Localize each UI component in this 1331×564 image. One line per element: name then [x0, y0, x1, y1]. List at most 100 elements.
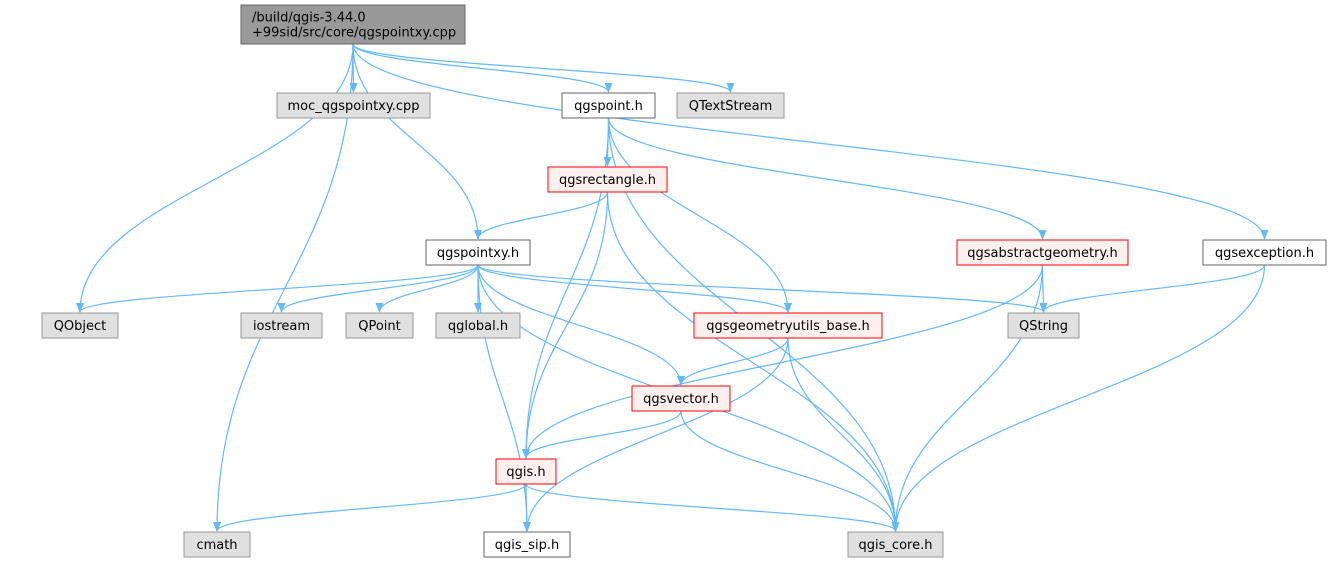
- node-root[interactable]: /build/qgis-3.44.0+99sid/src/core/qgspoi…: [240, 4, 466, 45]
- node-box: [483, 531, 571, 558]
- node-label: qgis_core.h: [859, 538, 933, 553]
- node-qglobal[interactable]: qglobal.h: [435, 312, 521, 339]
- edge-arrow: [522, 191, 609, 459]
- edge-arrow: [522, 483, 531, 532]
- edge-qgsabstractgeometry-to-qgis: [522, 264, 1044, 459]
- node-cmath[interactable]: cmath: [183, 531, 251, 558]
- edge-arrow: [349, 43, 358, 93]
- edge-root-to-qobject: [76, 43, 354, 313]
- edge-arrow: [522, 410, 682, 459]
- node-iostream[interactable]: iostream: [240, 312, 323, 339]
- node-qgspointxy[interactable]: qgspointxy.h: [425, 239, 531, 266]
- node-qgspoint[interactable]: qgspoint.h: [561, 92, 656, 119]
- node-box: [1007, 312, 1080, 339]
- node-box: [847, 531, 944, 558]
- node-label: QObject: [54, 319, 107, 334]
- node-qgis_sip[interactable]: qgis_sip.h: [483, 531, 571, 558]
- node-qtextstream[interactable]: QTextStream: [676, 92, 785, 119]
- edge-root-to-qgspoint: [352, 43, 613, 93]
- edge-arrow: [352, 43, 482, 240]
- edge-qgis-to-qgis_core: [525, 483, 900, 532]
- edge-arrow: [891, 264, 1266, 532]
- edge-qgis-to-qgis_sip: [522, 483, 531, 532]
- edge-root-to-qgspointxy: [352, 43, 482, 240]
- node-label: QString: [1019, 319, 1068, 334]
- edge-arrow: [607, 117, 792, 313]
- edge-arrow: [474, 191, 609, 240]
- node-qpoint[interactable]: QPoint: [345, 312, 414, 339]
- node-box: [276, 92, 431, 119]
- edge-root-to-qgsexception: [352, 43, 1269, 240]
- edge-arrow: [352, 43, 735, 93]
- edge-root-to-cmath: [213, 43, 354, 532]
- edge-qgspoint-to-qgsgeometryutils: [607, 117, 792, 313]
- edge-arrow: [477, 264, 792, 313]
- node-box: [631, 385, 731, 412]
- node-qgsgeometryutils[interactable]: qgsgeometryutils_base.h: [693, 312, 883, 339]
- node-box: [547, 166, 668, 193]
- edge-qgspointxy-to-qstring: [477, 264, 1048, 313]
- node-qstring[interactable]: QString: [1007, 312, 1080, 339]
- node-label: qgspointxy.h: [437, 246, 519, 261]
- node-label: qgsexception.h: [1215, 246, 1314, 261]
- node-label: cmath: [196, 538, 237, 553]
- edge-arrow: [76, 264, 479, 313]
- edge-arrow: [213, 43, 354, 532]
- edge-arrow: [607, 117, 1047, 240]
- node-label: qgis_sip.h: [495, 538, 559, 553]
- edge-arrow: [677, 337, 789, 386]
- edge-qgspoint-to-qgsabstractgeometry: [607, 117, 1047, 240]
- edge-qgsrectangle-to-qgis_core: [606, 191, 900, 532]
- node-label: qgis.h: [506, 465, 545, 480]
- node-box: [693, 312, 883, 339]
- node-label: moc_qgspointxy.cpp: [287, 99, 419, 114]
- node-qgsrectangle[interactable]: qgsrectangle.h: [547, 166, 668, 193]
- node-label: QPoint: [358, 319, 401, 334]
- node-qgsvector[interactable]: qgsvector.h: [631, 385, 731, 412]
- node-box: [240, 312, 323, 339]
- node-box: [41, 312, 119, 339]
- edge-arrow: [891, 264, 1044, 532]
- edge-arrow: [277, 264, 479, 313]
- node-box: [561, 92, 656, 119]
- node-qgis[interactable]: qgis.h: [495, 458, 557, 485]
- edge-qgis-to-cmath: [213, 483, 527, 532]
- node-box: [1202, 239, 1327, 266]
- edge-qgsvector-to-qgis_core: [680, 410, 900, 532]
- edge-arrow: [787, 337, 900, 532]
- node-qobject[interactable]: QObject: [41, 312, 119, 339]
- node-label: qgsabstractgeometry.h: [967, 246, 1117, 261]
- edge-qgspointxy-to-qobject: [76, 264, 479, 313]
- edge-arrow: [375, 264, 479, 313]
- node-label: /build/qgis-3.44.0: [252, 11, 366, 26]
- node-qgsabstractgeometry[interactable]: qgsabstractgeometry.h: [956, 239, 1129, 266]
- edge-root-to-moc: [349, 43, 358, 93]
- edge-qgsvector-to-qgis: [522, 410, 682, 459]
- node-label: +99sid/src/core/qgspointxy.cpp: [252, 26, 456, 41]
- edge-arrow: [76, 43, 354, 313]
- node-label: qgsrectangle.h: [559, 173, 656, 188]
- node-box: [345, 312, 414, 339]
- edge-qgsabstractgeometry-to-qgis_core: [891, 264, 1044, 532]
- edge-qgsgeometryutils-to-qgis_core: [787, 337, 900, 532]
- edge-root-to-qtextstream: [352, 43, 735, 93]
- edge-qgsrectangle-to-qgis: [522, 191, 609, 459]
- edge-arrow: [352, 43, 1269, 240]
- node-label: qglobal.h: [448, 319, 508, 334]
- node-qgis_core[interactable]: qgis_core.h: [847, 531, 944, 558]
- edge-qgspointxy-to-qpoint: [375, 264, 479, 313]
- node-label: qgsvector.h: [643, 392, 719, 407]
- edge-arrow: [606, 191, 900, 532]
- edge-qgsgeometryutils-to-qgsvector: [677, 337, 789, 386]
- edge-qgspointxy-to-qgsvector: [477, 264, 685, 386]
- edge-qgsrectangle-to-qgspointxy: [474, 191, 609, 240]
- node-box: [495, 458, 557, 485]
- edge-qgspointxy-to-iostream: [277, 264, 479, 313]
- node-moc[interactable]: moc_qgspointxy.cpp: [276, 92, 431, 119]
- node-box: [956, 239, 1129, 266]
- edge-qgspointxy-to-qgis_sip: [477, 264, 531, 532]
- node-qgsexception[interactable]: qgsexception.h: [1202, 239, 1327, 266]
- node-box: [435, 312, 521, 339]
- node-label: qgspoint.h: [574, 99, 643, 114]
